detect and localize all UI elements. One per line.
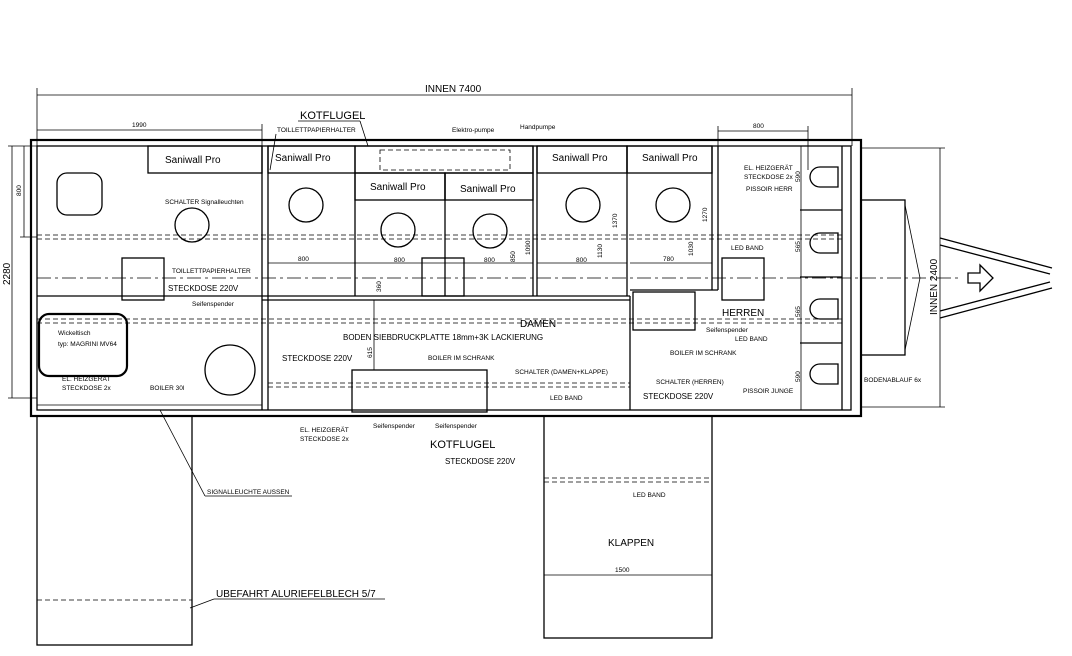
label-herren: HERREN (722, 308, 764, 319)
label-signalleuchte-aussen: SIGNALLEUCHTE AUSSEN (207, 489, 290, 496)
dim-text: 780 (663, 256, 674, 263)
saniwall-label: Saniwall Pro (165, 155, 221, 166)
dim-text: 590 (795, 371, 802, 382)
dim-text: 2280 (2, 262, 13, 285)
dim-text: 1500 (615, 567, 630, 574)
label-steckdose-2x: STECKDOSE 2x (62, 385, 112, 392)
label-boiler-im-schrank: BOILER IM SCHRANK (428, 355, 495, 362)
dim-text: 1370 (612, 213, 619, 228)
dim-text: 565 (795, 241, 802, 252)
dim-text: 800 (16, 185, 23, 196)
dim-text: 800 (576, 257, 587, 264)
label-steckdose: STECKDOSE 220V (643, 392, 714, 401)
grab-bar-icon (121, 257, 165, 301)
label-schalter-damen: SCHALTER (DAMEN+KLAPPE) (515, 369, 608, 376)
label-boiler-im-schrank: BOILER IM SCHRANK (670, 350, 737, 357)
label-kotflugel: KOTFLUGEL (300, 110, 365, 122)
urinals (800, 166, 842, 385)
saniwall-label: Saniwall Pro (552, 153, 608, 164)
saniwall-units: Saniwall Pro Saniwall Pro Saniwall Pro S… (37, 145, 765, 413)
label-steckdose: STECKDOSE 220V (282, 354, 353, 363)
label-toilettpapierhalter: TOILLETTPAPIERHALTER (277, 127, 356, 134)
dim-text: 800 (753, 123, 764, 130)
grab-bar-icon (721, 257, 765, 301)
dimension-1990: 1990 (37, 122, 263, 146)
label-schalter-herren: SCHALTER (HERREN) (656, 379, 724, 386)
label-handpumpe: Handpumpe (520, 124, 556, 131)
label-toilettpapierhalter-2: TOILLETTPAPIERHALTER (172, 268, 251, 275)
direction-arrow-icon (967, 263, 994, 293)
label-pissoir-junge: PISSOIR JUNGE (743, 388, 794, 395)
dim-text: 1130 (597, 244, 604, 258)
dim-text: 1030 (688, 241, 695, 256)
dim-text: INNEN 2400 (929, 258, 940, 315)
dim-text: 615 (367, 347, 374, 358)
dim-text: 590 (795, 171, 802, 182)
label-seifenspender: Seifenspender (373, 423, 416, 430)
label-led-band: LED BAND (550, 395, 583, 402)
saniwall-label: Saniwall Pro (460, 184, 516, 195)
label-pissoir-herr: PISSOIR HERR (746, 186, 793, 193)
label-steckdose: STECKDOSE 220V (168, 284, 239, 293)
stall-dimensions: 800 800 800 800 780 360 850 1090 1130 13… (268, 146, 802, 410)
label-seifenspender: Seifenspender (192, 301, 235, 308)
dim-text: INNEN 7400 (425, 84, 482, 95)
dashed-lines (37, 234, 960, 388)
label-schalter-signalleuchten: SCHALTER Signalleuchten (165, 199, 244, 206)
dim-text: 565 (795, 306, 802, 317)
label-ubefahrt: UBEFAHRT ALURIEFELBLECH 5/7 (216, 589, 376, 600)
label-seifenspender: Seifenspender (435, 423, 478, 430)
annotations: KOTFLUGEL TOILLETTPAPIERHALTER Elektro-p… (58, 110, 922, 609)
dim-text: 1090 (525, 240, 532, 255)
boiler-icon (204, 344, 256, 396)
saniwall-label: Saniwall Pro (275, 153, 331, 164)
klappen-label: KLAPPEN (608, 538, 654, 549)
label-seifenspender: Seifenspender (706, 327, 749, 334)
label-heizgeraet: EL. HEIZGERÄT (744, 164, 793, 172)
label-kotflugel: KOTFLUGEL (430, 439, 495, 451)
label-boiler-30l: BOILER 30l (150, 385, 185, 392)
shower-tray-icon (56, 172, 103, 216)
dim-text: 1270 (702, 207, 709, 222)
dim-text: 800 (484, 257, 495, 264)
dim-text: 1990 (132, 122, 147, 129)
label-bodenablauf: BODENABLAUF 6x (864, 377, 922, 384)
label-boden: BODEN SIEBDRUCKPLATTE 18mm+3K LACKIERUNG (343, 333, 543, 342)
label-wickeltisch: Wickeltisch (58, 330, 91, 337)
toilet-icon (174, 187, 691, 249)
dim-text: 360 (376, 281, 383, 292)
saniwall-label: Saniwall Pro (370, 182, 426, 193)
sink-right (632, 291, 696, 331)
label-steckdose-2x: STECKDOSE 2x (744, 174, 794, 181)
dimension-2280: 2280 800 (2, 145, 37, 399)
label-heizgeraet: EL. HEIZGERÄT (300, 426, 349, 434)
label-heizgeraet: EL. HEIZGERÄT (62, 375, 111, 383)
label-steckdose-2x: STECKDOSE 2x (300, 436, 350, 443)
sink-cabinet (351, 369, 488, 413)
entry-ramp (36, 415, 193, 646)
changing-table-icon (37, 312, 129, 378)
label-steckdose: STECKDOSE 220V (445, 457, 516, 466)
label-elektro-pumpe: Elektro-pumpe (452, 127, 495, 134)
grab-bar-icon (421, 257, 465, 297)
saniwall-label: Saniwall Pro (642, 153, 698, 164)
label-led-band: LED BAND (633, 492, 666, 499)
dimension-innen-7400: INNEN 7400 (36, 84, 853, 146)
label-damen: DAMEN (520, 319, 556, 330)
label-wickeltisch-typ: typ: MAGRINI MV64 (58, 341, 117, 348)
flap-klappen: 1500 KLAPPEN (543, 415, 713, 639)
dimension-innen-2400: INNEN 2400 (860, 147, 945, 408)
drawbar (860, 199, 1053, 356)
dim-text: 800 (394, 257, 405, 264)
label-led-band: LED BAND (731, 245, 764, 252)
dim-text: 850 (510, 251, 517, 262)
label-led-band: LED BAND (735, 336, 768, 343)
dim-text: 800 (298, 256, 309, 263)
